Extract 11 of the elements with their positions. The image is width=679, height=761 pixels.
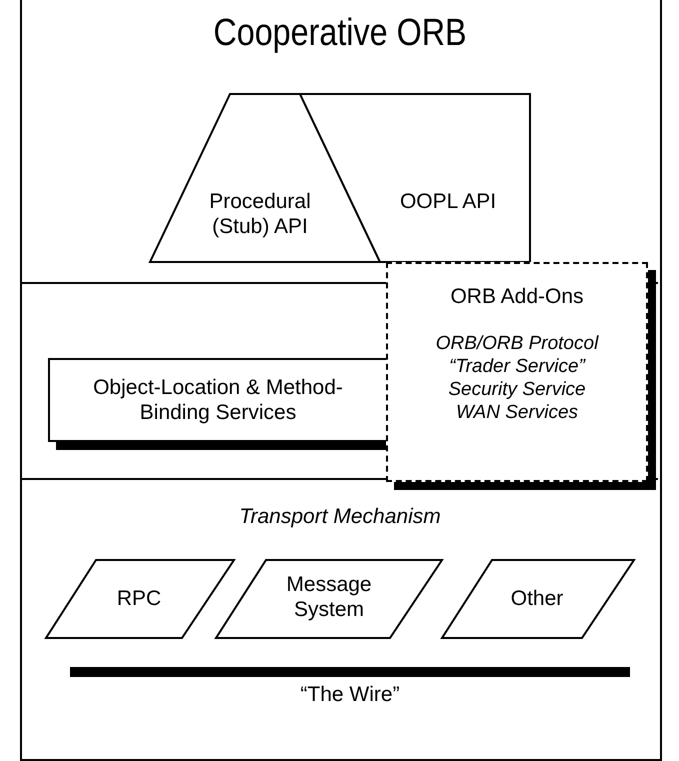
node-label: ORB Add-Ons xyxy=(450,284,584,310)
node-caption: “The Wire” xyxy=(299,683,401,707)
node-label: Object-Location & Method-Binding Services xyxy=(92,374,344,426)
node-label: Other xyxy=(510,586,564,612)
section-label: Transport Mechanism xyxy=(238,505,442,529)
diagram-title: Cooperative ORB xyxy=(212,12,468,55)
node-body-text: ORB/ORB Protocol “Trader Service” Security Service WAN Services xyxy=(434,333,600,424)
node-label: Procedural (Stub) API xyxy=(208,189,312,240)
node-label: Message System xyxy=(285,572,373,622)
node-label: OOPL API xyxy=(400,189,496,214)
node-label: RPC xyxy=(116,586,162,612)
